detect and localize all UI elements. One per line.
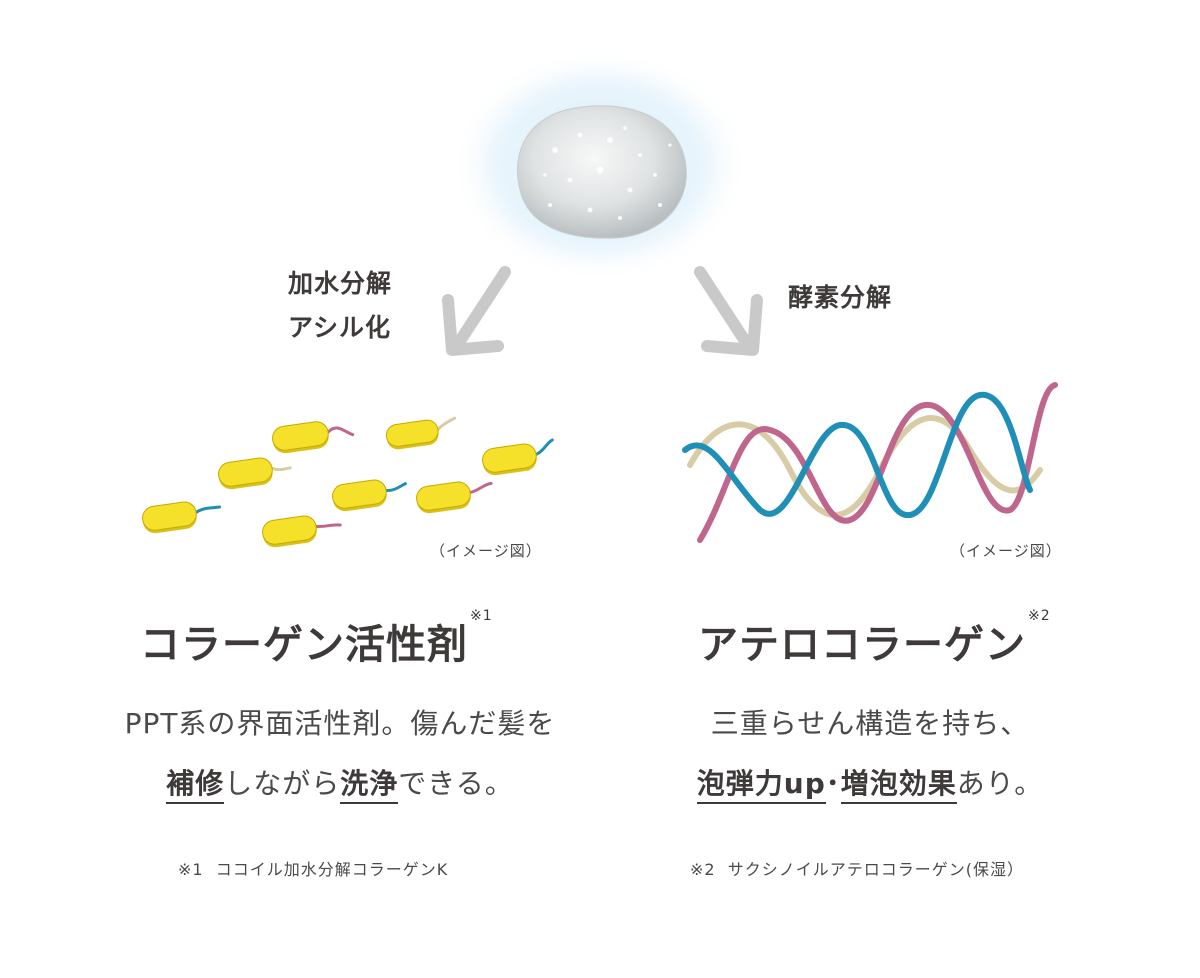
- left-desc-line1: PPT系の界面活性剤。傷んだ髪を: [124, 707, 556, 740]
- left-desc-line2: 補修しながら洗浄できる。: [60, 754, 620, 814]
- right-desc-line1: 三重らせん構造を持ち、: [710, 707, 1030, 740]
- right-image-caption: （イメージ図）: [950, 542, 1062, 560]
- left-desc-text-4: できる。: [398, 767, 514, 800]
- right-footnote: ※2 サクシノイルアテロコラーゲン(保湿）: [690, 860, 1025, 879]
- right-desc-text-4: あり。: [956, 767, 1044, 800]
- right-title-mark: ※2: [1028, 608, 1051, 624]
- arrow-down-right-icon: [694, 266, 763, 356]
- left-title-text: コラーゲン活性剤: [140, 622, 468, 668]
- left-desc-highlight-2: 洗浄: [340, 767, 399, 804]
- left-title: コラーゲン活性剤※1: [140, 608, 493, 670]
- left-arrow-label-line1: 加水分解: [288, 269, 393, 298]
- left-description: PPT系の界面活性剤。傷んだ髪を 補修しながら洗浄できる。: [60, 694, 620, 814]
- right-desc-dot: ･: [825, 767, 841, 800]
- helix-strand-pink: [697, 382, 1058, 543]
- left-desc-highlight-1: 補修: [166, 767, 225, 804]
- arrow-down-left-icon: [442, 266, 511, 356]
- left-footnote: ※1 ココイル加水分解コラーゲンK: [178, 860, 449, 879]
- right-arrow-label: 酵素分解: [788, 283, 893, 312]
- right-desc-highlight-1: 泡弾力up: [696, 767, 826, 804]
- right-desc-highlight-2: 増泡効果: [840, 767, 957, 804]
- right-desc-line2: 泡弾力up･増泡効果あり。: [620, 754, 1120, 814]
- collagen-surfactant-illustration: [142, 416, 554, 548]
- right-title-text: アテロコラーゲン: [698, 622, 1026, 668]
- triple-helix-illustration: [682, 382, 1058, 543]
- left-desc-text-2: しながら: [224, 767, 341, 800]
- helix-strand-blue: [682, 391, 1033, 519]
- left-image-caption: （イメージ図）: [430, 542, 542, 560]
- left-arrow-label: 加水分解 アシル化: [288, 262, 392, 350]
- right-description: 三重らせん構造を持ち、 泡弾力up･増泡効果あり。: [620, 694, 1120, 814]
- right-title: アテロコラーゲン※2: [698, 608, 1051, 670]
- left-title-mark: ※1: [470, 608, 493, 624]
- gel-droplet-illustration: [450, 47, 750, 283]
- left-arrow-label-line2: アシル化: [288, 313, 392, 342]
